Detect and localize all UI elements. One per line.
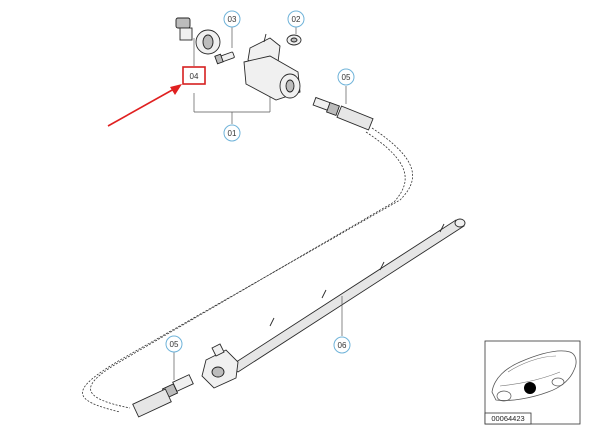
svg-text:05: 05	[342, 73, 351, 82]
bowden-cable-inner	[90, 131, 406, 409]
callout-06[interactable]: 06	[333, 336, 351, 354]
callout-03[interactable]: 03	[223, 10, 241, 28]
svg-text:02: 02	[292, 15, 301, 24]
svg-text:05: 05	[170, 340, 179, 349]
group-bracket-01	[193, 93, 271, 124]
svg-text:01: 01	[228, 129, 237, 138]
part-01-housing	[243, 33, 301, 101]
part-04-button	[175, 17, 221, 66]
part-06-rod	[229, 218, 466, 373]
part-02-nut	[286, 27, 302, 46]
car-location-thumbnail: 00064423	[484, 340, 581, 425]
highlight-arrow	[107, 84, 182, 127]
part-05-top-connector	[312, 86, 374, 131]
svg-text:06: 06	[338, 341, 347, 350]
svg-text:03: 03	[228, 15, 237, 24]
thumbnail-id: 00064423	[491, 414, 524, 423]
lower-bracket	[201, 343, 239, 389]
part-03-bolt	[214, 27, 235, 65]
location-marker-icon	[524, 382, 536, 394]
svg-text:04: 04	[190, 72, 199, 81]
callout-05-top[interactable]: 05	[337, 68, 355, 86]
callout-05-bottom[interactable]: 05	[165, 335, 183, 353]
callout-02[interactable]: 02	[287, 10, 305, 28]
bowden-cable	[82, 127, 413, 413]
callout-01[interactable]: 01	[223, 124, 241, 142]
callout-04[interactable]: 04	[182, 66, 206, 85]
part-05-bottom-connector	[132, 352, 194, 418]
car-outline-icon	[491, 350, 577, 401]
